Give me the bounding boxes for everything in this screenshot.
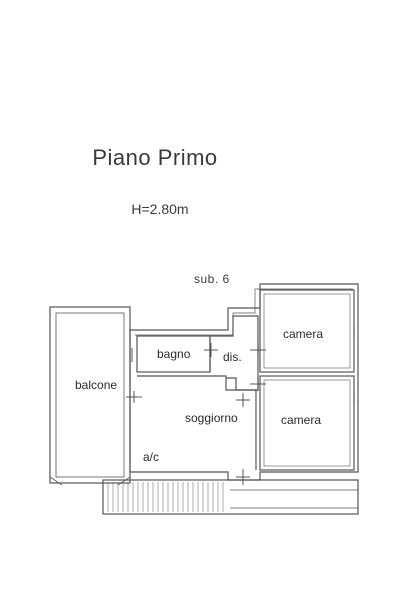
terrace-railing: [107, 482, 224, 512]
room-label-bagno: bagno: [157, 347, 191, 361]
room-label-camera-top: camera: [283, 327, 323, 341]
room-label-camera-bottom: camera: [281, 413, 321, 427]
room-label-ac: a/c: [143, 450, 159, 464]
balcony-inner-line: [55, 312, 125, 478]
plan-title: Piano Primo: [92, 145, 218, 170]
bedroom-bottom-walls: [259, 375, 355, 471]
balcony-outline: [49, 306, 131, 484]
door-markers: [126, 325, 355, 485]
subunit-label: sub. 6: [194, 272, 230, 286]
room-label-soggiorno: soggiorno: [185, 411, 238, 425]
room-label-balcone: balcone: [75, 378, 117, 392]
terrace-outline: [102, 479, 359, 515]
ceiling-height-label: H=2.80m: [131, 201, 189, 217]
main-outer-wall: [129, 283, 359, 481]
hallway-walls: [209, 315, 259, 391]
living-room-walls: [137, 375, 257, 470]
room-label-dis: dis.: [223, 350, 242, 364]
